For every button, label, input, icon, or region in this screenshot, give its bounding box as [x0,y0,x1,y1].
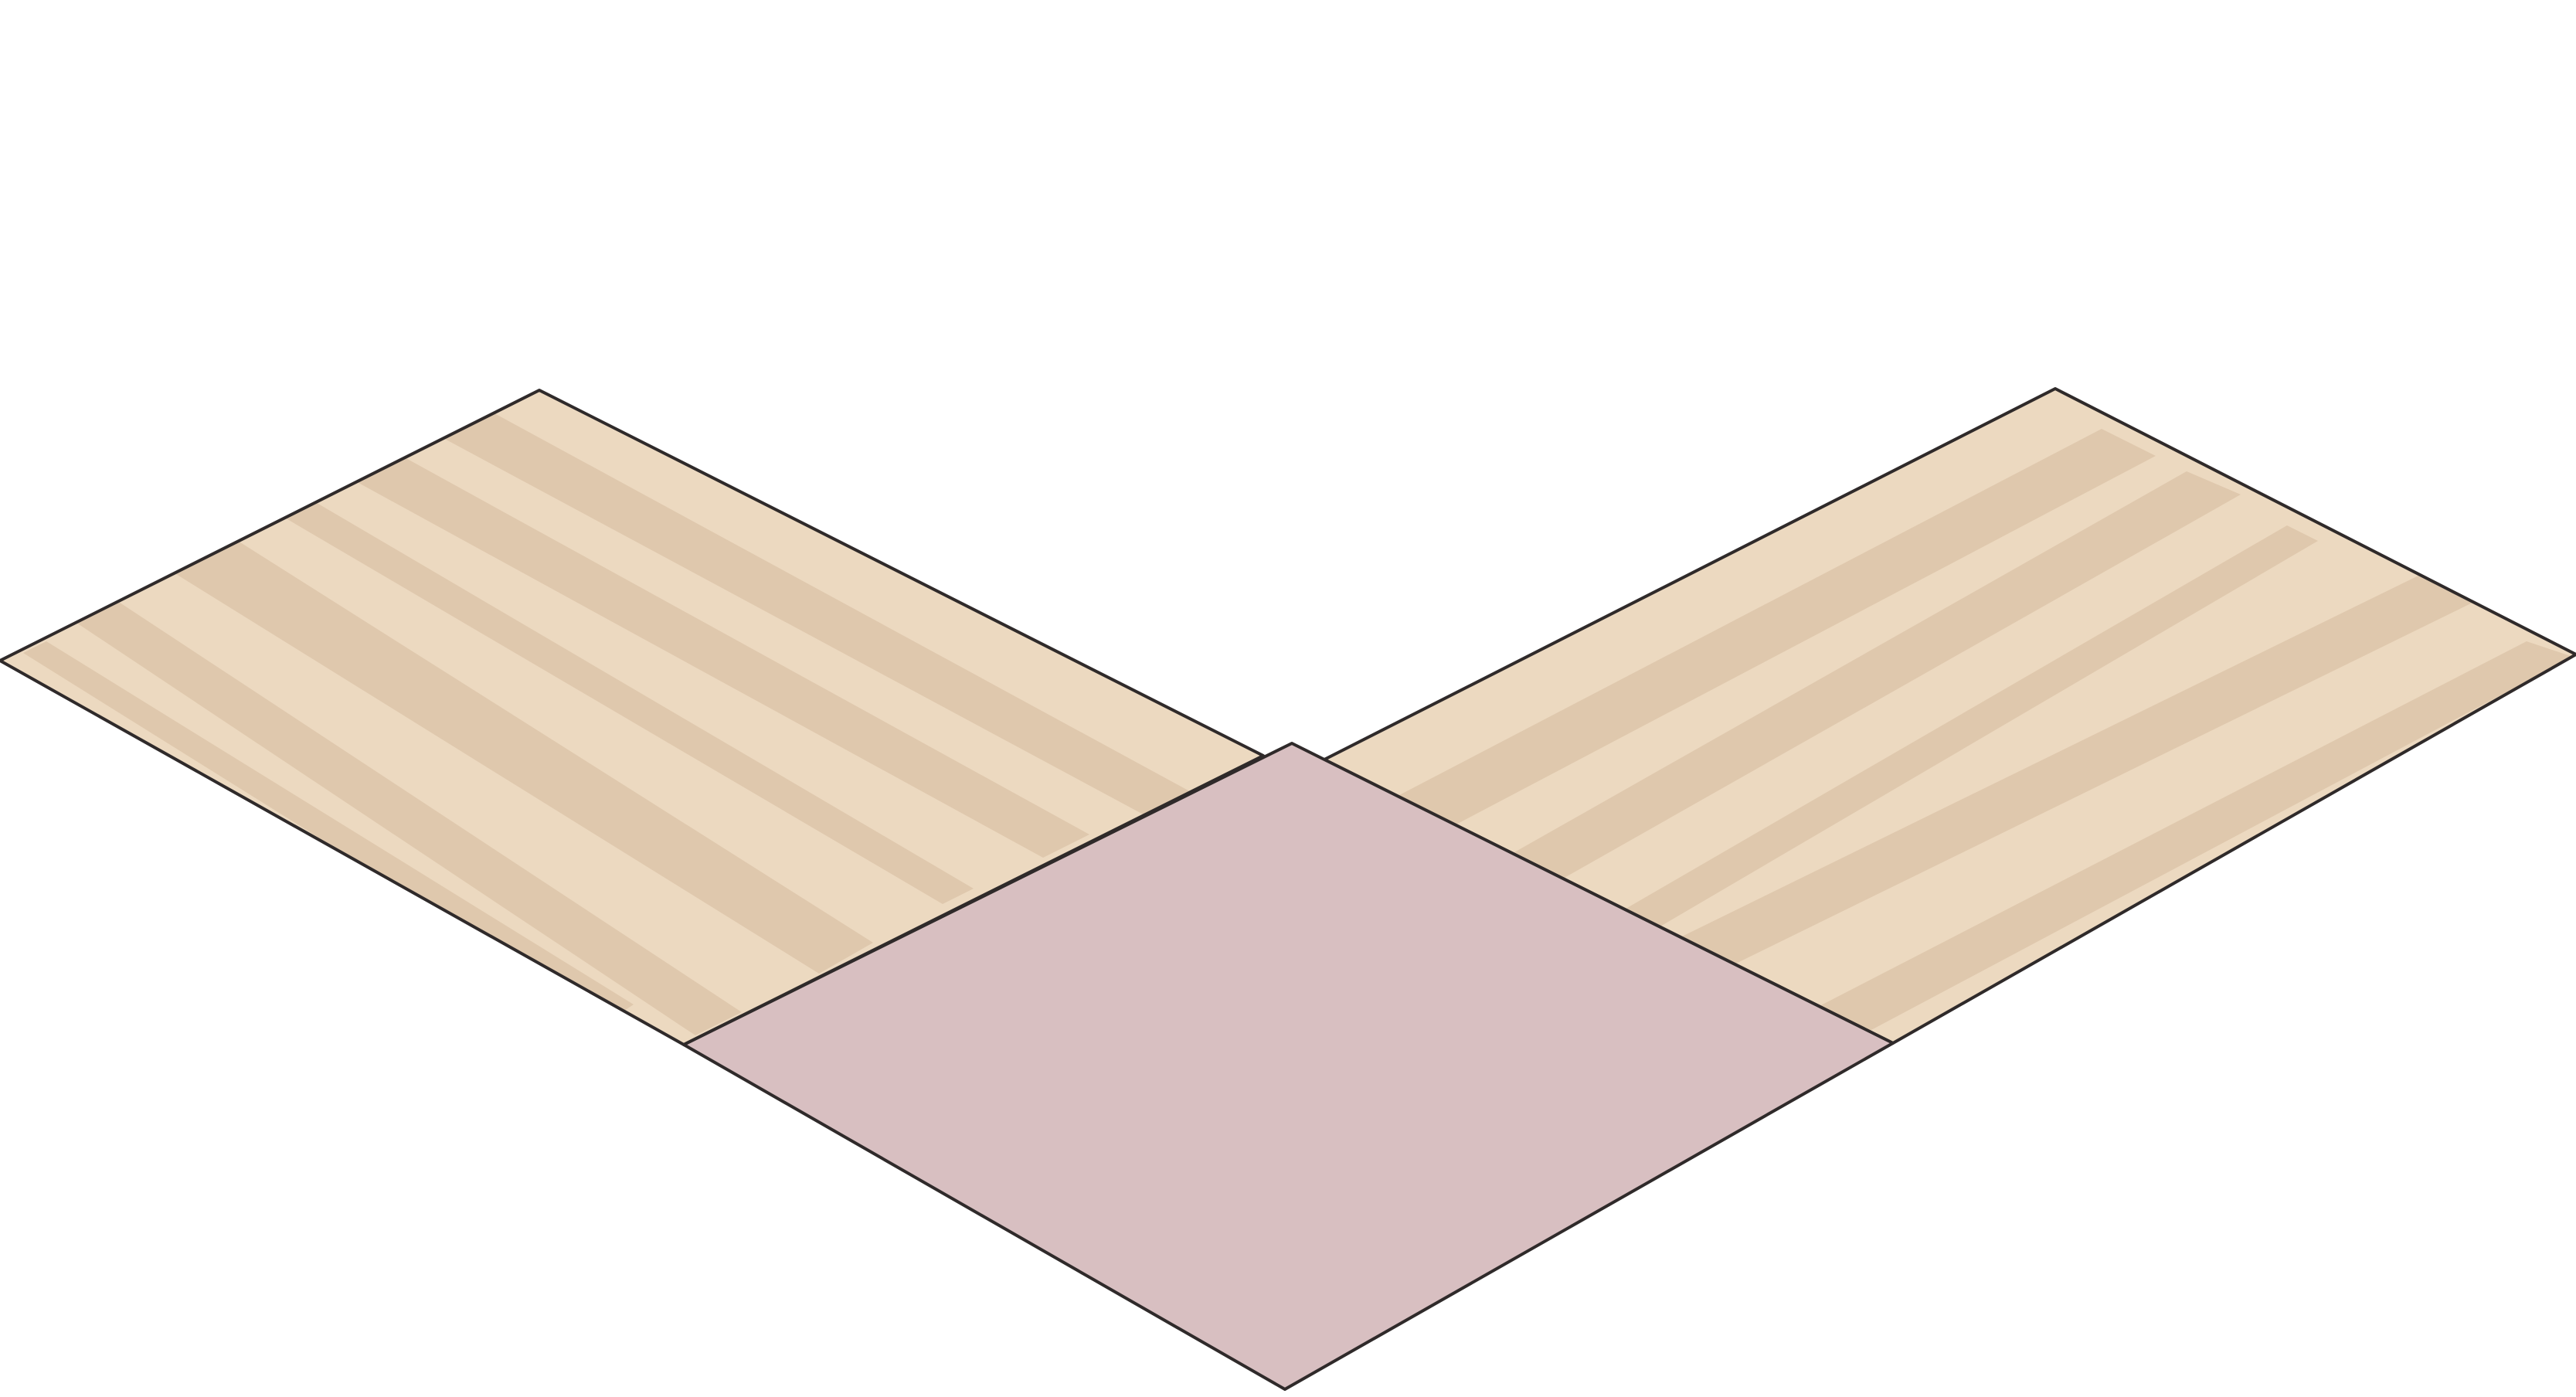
wood-stripe [1607,525,2318,935]
left-tile-outline [0,389,1265,1046]
wood-stripe [23,641,634,1020]
wood-stripe [440,413,1205,823]
wood-stripe [352,456,1089,858]
wood-stripe [1383,429,2156,834]
center-carpet-tile[interactable] [682,742,1895,1391]
left-wood-tile[interactable] [0,389,1313,1046]
wood-stripe [278,498,974,904]
wood-stripe [166,537,873,974]
left-wood-grain [23,413,1205,1035]
wood-stripe [1653,576,2472,977]
wood-stripe [1793,641,2573,1043]
right-wood-grain [1383,429,2573,1043]
center-tile-surface [682,742,1895,1391]
wood-stripe [70,595,742,1035]
wood-stripe [1491,471,2241,889]
right-wood-tile[interactable] [1283,387,2576,1045]
